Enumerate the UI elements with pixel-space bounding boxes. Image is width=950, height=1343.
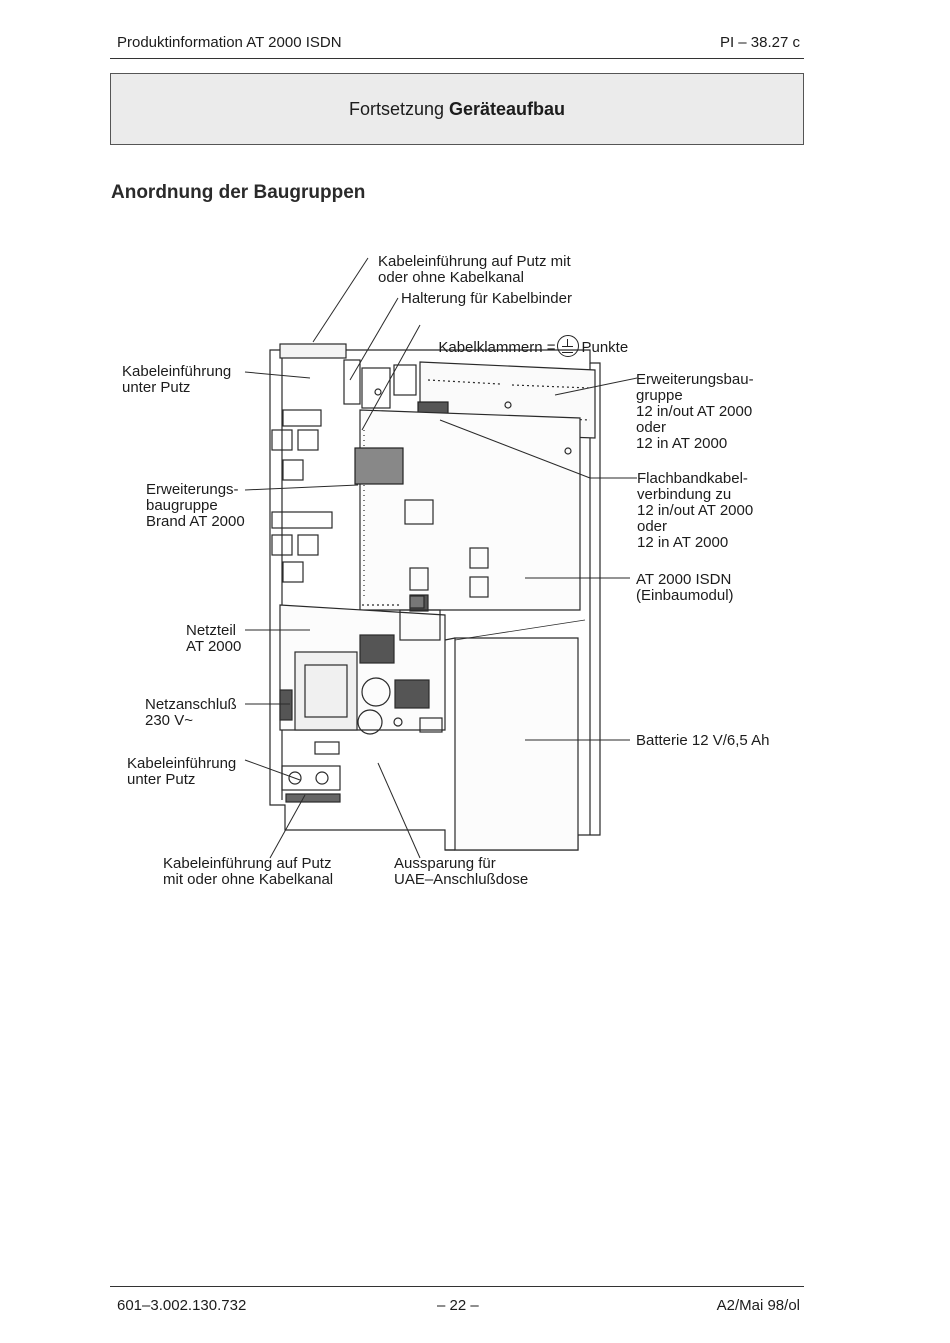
bottom-cable-entry: [281, 765, 341, 791]
top-cable-clip: [279, 343, 347, 359]
leader-lines: [244, 257, 638, 859]
label-netzanschluss: Netzanschluß 230 V~: [145, 696, 237, 729]
footer-page-number: – 22 –: [437, 1297, 479, 1314]
label-kabel-aufputz-bottom: Kabeleinführung auf Putz mit oder ohne K…: [163, 855, 334, 888]
label-kabel-unterputz-top: Kabeleinführung unter Putz: [122, 363, 232, 396]
label-erweiterung-right: Erweiterungsbau- gruppe 12 in/out AT 200…: [636, 371, 754, 452]
label-erweiterung-brand: Erweiterungs- baugruppe Brand AT 2000: [146, 481, 245, 530]
battery-block: [454, 637, 579, 851]
label-batterie: Batterie 12 V/6,5 Ah: [636, 732, 770, 749]
label-aussparung: Aussparung für UAE–Anschlußdose: [394, 855, 529, 888]
label-kabel-unterputz-bottom: Kabeleinführung unter Putz: [127, 755, 237, 788]
label-halterung: Halterung für Kabelbinder: [401, 290, 572, 307]
label-netzteil: Netzteil AT 2000: [186, 622, 242, 655]
label-kabel-aufputz-top: Kabeleinführung auf Putz mit oder ohne K…: [378, 253, 571, 286]
label-flachband: Flachbandkabel- verbindung zu 12 in/out …: [637, 470, 754, 551]
banner-prefix: Fortsetzung: [348, 98, 444, 119]
ground-symbol-icon: [557, 335, 580, 357]
section-banner: Fortsetzung Geräteaufbau: [110, 73, 804, 145]
footer-edition: A2/Mai 98/ol: [716, 1297, 800, 1314]
section-title: Anordnung der Baugruppen: [111, 182, 366, 203]
header-title: Produktinformation AT 2000 ISDN: [117, 34, 342, 51]
label-kabelklammern: Kabelklammern = Punkte: [430, 319, 628, 357]
footer-doc-number: 601–3.002.130.732: [117, 1297, 247, 1314]
label-kabelklammern-pre: Kabelklammern =: [438, 339, 556, 356]
label-kabelklammern-post: Punkte: [581, 339, 629, 356]
footer-rule: [110, 1286, 804, 1287]
label-einbaumodul: AT 2000 ISDN (Einbaumodul): [636, 571, 734, 604]
left-cable-clamps: [271, 409, 333, 583]
header-doc-ref: PI – 38.27 c: [719, 34, 800, 51]
header-rule: [110, 58, 804, 59]
isdn-module-board: [359, 409, 581, 611]
banner-bold-title: Geräteaufbau: [449, 98, 566, 119]
